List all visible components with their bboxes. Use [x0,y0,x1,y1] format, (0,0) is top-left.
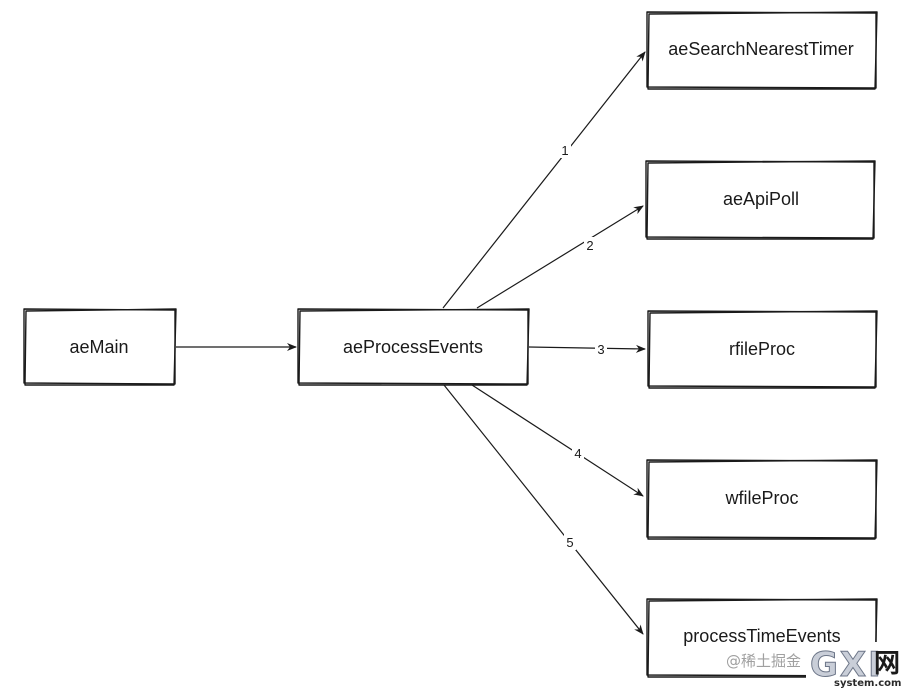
box-border-sketch [647,459,878,540]
edge-label-5: 5 [566,535,573,550]
arrow-line [528,344,646,353]
node-label: aeMain [69,337,128,357]
node-aesearchnearesttimer: aeSearchNearestTimer [646,11,878,90]
arrow-line [476,205,644,309]
logo-domain: system.com [834,678,901,688]
logo-letters: GXI [810,645,883,685]
arrow-line [471,384,644,497]
node-aeprocessevents: aeProcessEvents [297,308,530,386]
edge-label-background [584,237,596,253]
node-label: aeProcessEvents [343,337,483,357]
edge-3-to-rfileproc: 3 [528,341,646,357]
box-border-sketch [647,11,878,90]
arrow-line [443,384,644,635]
box-border-sketch [646,160,876,240]
edge-label-1: 1 [561,143,568,158]
edge-label-4: 4 [574,446,581,461]
edge-label-3: 3 [597,342,604,357]
node-label: aeApiPoll [723,189,799,209]
node-aemain: aeMain [23,308,177,386]
logo-background [806,642,906,688]
box-border-sketch [298,308,530,386]
edge-1-to-aesearchnearesttimer: 1 [442,51,646,309]
node-label: aeSearchNearestTimer [668,39,853,59]
edge-label-background [572,445,584,461]
gxi-logo: GXI 网 system.com [806,642,906,688]
edge-label-background [559,142,571,158]
edge-label-background [564,534,576,550]
node-label: rfileProc [729,339,795,359]
arrow-line [442,51,646,309]
node-rfileproc: rfileProc [647,310,878,389]
logo-cn-char: 网 [874,649,900,679]
box-border-sketch [648,310,878,389]
node-label: wfileProc [724,488,798,508]
box-border-sketch [24,308,177,386]
node-aeapipoll: aeApiPoll [645,160,876,240]
edge-label-2: 2 [586,238,593,253]
edge-5-to-processtimeevents: 5 [443,384,644,635]
edge-label-background [595,341,607,357]
edge-4-to-wfileproc: 4 [471,384,644,497]
edge-2-to-aeapipoll: 2 [476,205,644,309]
juejin-watermark: @稀土掘金 [726,652,801,670]
node-label: processTimeEvents [683,626,840,646]
node-wfileproc: wfileProc [646,459,878,540]
